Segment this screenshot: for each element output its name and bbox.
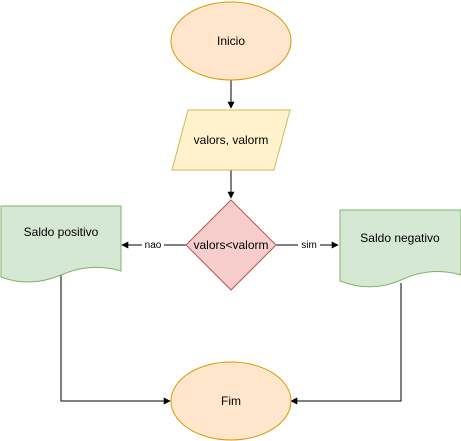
edge-decision-to-positive: nao: [121, 238, 186, 251]
edge-decision-to-negative: sim: [276, 238, 339, 251]
input-node-label: valors, valorm: [194, 133, 269, 147]
edge-positive-to-end: [60, 273, 171, 405]
decision-node-label: valors<valorm: [193, 238, 268, 252]
negative-output-label: Saldo negativo: [360, 231, 440, 245]
start-node-label: Inicio: [217, 34, 245, 48]
negative-output-node[interactable]: Saldo negativo: [339, 209, 461, 288]
positive-output-node[interactable]: Saldo positivo: [0, 205, 122, 283]
edge-label-yes: sim: [301, 240, 317, 251]
edge-label-no-bg: [142, 238, 164, 251]
input-node[interactable]: valors, valorm: [171, 109, 291, 171]
edge-label-no: nao: [145, 240, 162, 251]
edge-negative-to-end: [290, 283, 402, 405]
decision-node[interactable]: valors<valorm: [185, 199, 277, 291]
end-node-label: Fim: [221, 394, 241, 408]
start-node[interactable]: Inicio: [170, 1, 292, 81]
edge-label-yes-bg: [298, 238, 320, 251]
end-node[interactable]: Fim: [170, 361, 292, 441]
positive-output-label: Saldo positivo: [24, 225, 99, 239]
